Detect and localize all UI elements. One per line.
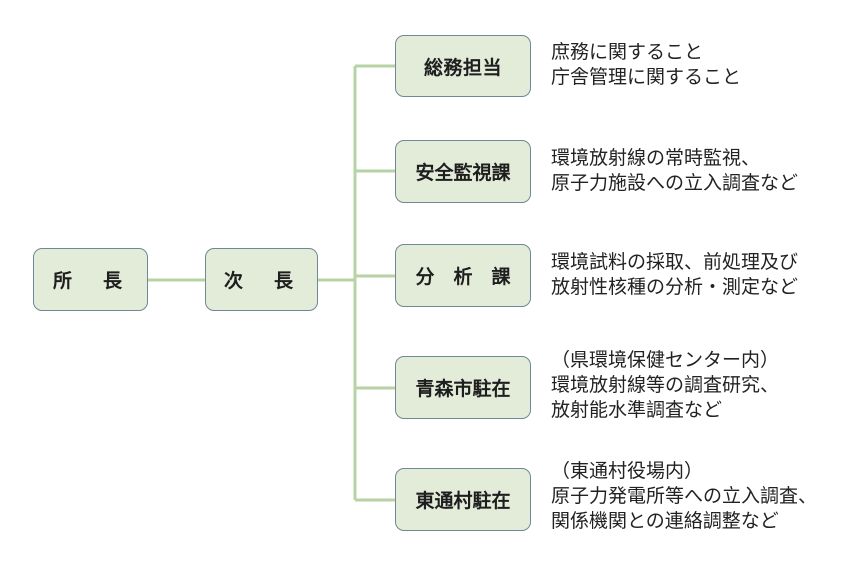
node-deputy: 次 長: [205, 248, 318, 311]
node-safety-monitoring: 安全監視課: [395, 140, 531, 203]
duty-line: 放射能水準調査など: [551, 399, 723, 421]
duty-line: 環境放射線の常時監視、: [551, 147, 761, 169]
duty-line: 関係機関との連絡調整など: [551, 510, 779, 532]
duties-aomori-office: （県環境保健センター内） 環境放射線等の調査研究、 放射能水準調査など: [551, 348, 779, 423]
node-safety-monitoring-label: 安全監視課: [415, 162, 511, 184]
duty-line: （東通村役場内）: [551, 460, 704, 482]
duties-analysis: 環境試料の採取、前処理及び 放射性核種の分析・測定など: [551, 250, 798, 300]
duties-general-affairs: 庶務に関すること 庁舎管理に関すること: [551, 40, 741, 90]
node-aomori-office-label: 青森市駐在: [415, 378, 511, 400]
duty-line: 庁舎管理に関すること: [551, 66, 742, 88]
duty-line: 環境放射線等の調査研究、: [551, 374, 780, 396]
duty-line: 環境試料の採取、前処理及び: [551, 251, 799, 273]
node-analysis: 分 析 課: [395, 244, 531, 307]
duty-line: 放射性核種の分析・測定など: [551, 276, 799, 298]
duties-higashidori-office: （東通村役場内） 原子力発電所等への立入調査、 関係機関との連絡調整など: [551, 459, 817, 534]
duty-line: 原子力施設への立入調査など: [551, 172, 799, 194]
node-deputy-label: 次 長: [223, 270, 299, 292]
duty-line: （県環境保健センター内）: [551, 349, 780, 371]
node-general-affairs-label: 総務担当: [423, 56, 502, 79]
duties-safety-monitoring: 環境放射線の常時監視、 原子力施設への立入調査など: [551, 146, 798, 196]
node-higashidori-office: 東通村駐在: [395, 468, 531, 531]
duty-line: 庶務に関すること: [551, 41, 704, 63]
node-higashidori-office-label: 東通村駐在: [415, 490, 511, 512]
node-analysis-label: 分 析 課: [415, 266, 511, 288]
node-director: 所 長: [33, 248, 148, 311]
node-general-affairs: 総務担当: [395, 35, 531, 97]
node-director-label: 所 長: [52, 270, 128, 292]
duty-line: 原子力発電所等への立入調査、: [551, 485, 818, 507]
node-aomori-office: 青森市駐在: [395, 356, 531, 419]
